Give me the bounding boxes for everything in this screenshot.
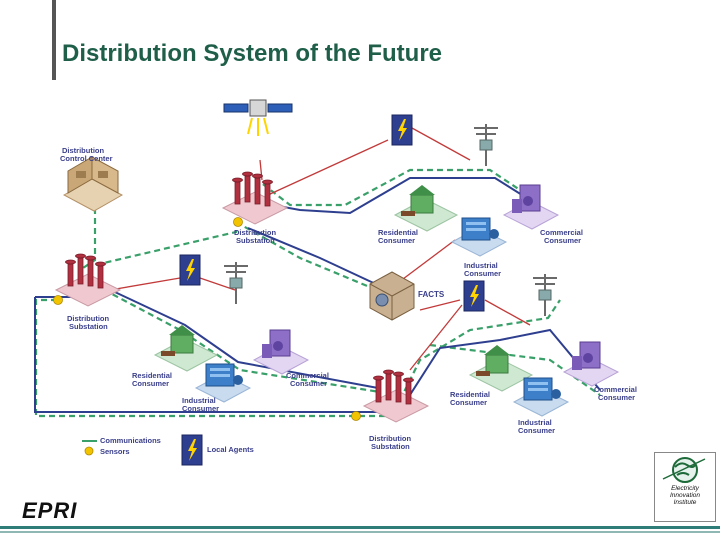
label-residential-2a: Residential: [132, 371, 172, 380]
title-accent-bar: [52, 0, 56, 80]
legend-sensors-label: Sensors: [100, 447, 130, 456]
commercial-consumer-icon: [503, 184, 559, 230]
label-substation-top-1: Distribution: [234, 228, 276, 237]
label-commercial-3b: Consumer: [598, 393, 635, 402]
power-lines: [34, 177, 601, 413]
label-substation-top-2: Substation: [236, 236, 275, 245]
substation-top-icon: [222, 171, 288, 225]
label-substation-left-1: Distribution: [67, 314, 109, 323]
sensor-dot: [53, 295, 63, 305]
label-residential-1b: Consumer: [378, 236, 415, 245]
label-industrial-3b: Consumer: [518, 426, 555, 435]
label-control-center-2: Control Center: [60, 154, 113, 163]
label-industrial-2b: Consumer: [182, 404, 219, 413]
industrial-consumer-icon: [513, 377, 569, 417]
label-substation-bottom-2: Substation: [371, 442, 410, 451]
residential-consumer-icon: [469, 344, 533, 392]
control-center-icon: [62, 156, 124, 212]
legend: Communications Sensors Local Agents: [82, 434, 254, 466]
label-commercial-1b: Consumer: [544, 236, 581, 245]
label-residential-3a: Residential: [450, 390, 490, 399]
eri-line-3: Institute: [673, 499, 697, 506]
label-commercial-1a: Commercial: [540, 228, 583, 237]
footer-rule-light: [0, 531, 720, 533]
legend-communications-label: Communications: [100, 436, 161, 445]
industrial-consumer-icon: [451, 217, 507, 257]
epri-logo: EPRI: [22, 498, 78, 523]
local-agent-icon: [463, 280, 485, 312]
label-industrial-3a: Industrial: [518, 418, 552, 427]
footer-rule: [0, 526, 720, 529]
sensor-dot: [233, 217, 243, 227]
legend-local-agents-label: Local Agents: [207, 445, 254, 454]
substation-bottom-icon: [363, 369, 429, 423]
sensor-markers: [53, 217, 361, 421]
label-substation-left-2: Substation: [69, 322, 108, 331]
label-residential-1a: Residential: [378, 228, 418, 237]
local-agent-icon: [391, 114, 413, 146]
label-commercial-3a: Commercial: [594, 385, 637, 394]
residential-consumer-icon: [394, 184, 458, 232]
eri-line-1: Electricity: [671, 485, 699, 492]
label-residential-3b: Consumer: [450, 398, 487, 407]
label-control-center-1: Distribution: [62, 146, 104, 155]
label-industrial-1b: Consumer: [464, 269, 501, 278]
eri-line-2: Innovation: [670, 492, 700, 499]
label-residential-2b: Consumer: [132, 379, 169, 388]
globe-icon: [662, 457, 706, 483]
commercial-consumer-icon: [563, 341, 619, 387]
label-substation-bottom-1: Distribution: [369, 434, 411, 443]
label-facts: FACTS: [418, 290, 445, 299]
label-commercial-2b: Consumer: [290, 379, 327, 388]
label-industrial-1a: Industrial: [464, 261, 498, 270]
satellite-icon: [223, 99, 293, 136]
utility-pole-icon: [473, 123, 499, 167]
utility-pole-icon: [223, 261, 249, 305]
eri-logo: Electricity Innovation Institute: [654, 452, 716, 522]
label-industrial-2a: Industrial: [182, 396, 216, 405]
legend-local-agent-icon: [181, 434, 203, 466]
sensor-dot: [351, 411, 361, 421]
facts-device-icon: [369, 271, 415, 321]
label-commercial-2a: Commercial: [286, 371, 329, 380]
legend-sensor-swatch: [84, 446, 94, 456]
local-agent-icon: [179, 254, 201, 286]
signal-lines: [109, 127, 531, 371]
page-title: Distribution System of the Future: [62, 40, 443, 67]
